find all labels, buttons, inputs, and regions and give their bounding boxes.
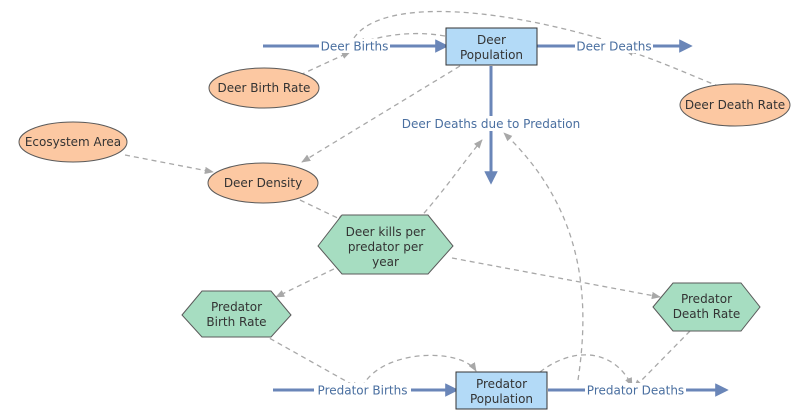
variable-deer-birth-rate[interactable]: Deer Birth Rate — [208, 67, 320, 109]
flow-labels: Deer Births Deer Deaths Deer Deaths due … — [314, 39, 686, 398]
deer-population-label-line2: Population — [460, 48, 523, 62]
link-births-to-deaths-arc — [349, 10, 626, 47]
predator-death-rate-label-line1: Predator — [681, 292, 732, 306]
deer-deaths-predation-label: Deer Deaths due to Predation — [402, 117, 580, 131]
variable-ecosystem-area[interactable]: Ecosystem Area — [18, 121, 128, 163]
predator-births-label: Predator Births — [318, 384, 408, 398]
predator-birth-rate-label-line2: Birth Rate — [206, 315, 266, 329]
link-kills-to-predator-birth-rate — [275, 264, 343, 298]
deer-births-label: Deer Births — [321, 40, 389, 54]
predator-population-label-line2: Population — [470, 392, 533, 406]
variable-deer-density[interactable]: Deer Density — [207, 162, 319, 204]
deer-density-label: Deer Density — [224, 176, 302, 190]
deer-kills-label-line3: year — [372, 255, 399, 269]
predator-death-rate-label-line2: Death Rate — [673, 307, 741, 321]
deer-kills-label-line1: Deer kills per — [346, 225, 426, 239]
link-predator-births-arc — [361, 354, 477, 388]
link-predator-death-rate-to-deaths — [633, 330, 691, 389]
link-kills-to-predation — [417, 139, 483, 221]
deer-birth-rate-label: Deer Birth Rate — [218, 81, 311, 95]
link-predator-pop-to-deaths-arc — [539, 354, 633, 387]
stock-deer-population[interactable]: Deer Population — [445, 27, 538, 66]
link-kills-to-predator-death-rate — [451, 257, 661, 300]
stock-predator-population[interactable]: Predator Population — [455, 371, 548, 410]
deer-population-label-line1: Deer — [477, 33, 506, 47]
converter-predator-birth-rate[interactable]: Predator Birth Rate — [181, 290, 292, 338]
link-predator-pop-to-predation — [503, 132, 584, 381]
converter-predator-death-rate[interactable]: Predator Death Rate — [652, 282, 761, 332]
variable-deer-death-rate[interactable]: Deer Death Rate — [679, 83, 791, 127]
predator-birth-rate-label-line1: Predator — [211, 300, 262, 314]
converter-deer-kills[interactable]: Deer kills per predator per year — [317, 214, 454, 275]
predator-population-label-line1: Predator — [476, 377, 527, 391]
link-deer-birth-rate-to-births — [299, 51, 351, 76]
deer-death-rate-label: Deer Death Rate — [685, 98, 785, 112]
link-predator-birth-rate-to-births — [261, 333, 361, 390]
link-ecosystem-area-to-density — [124, 154, 214, 175]
deer-kills-label-line2: predator per — [348, 240, 423, 254]
link-deer-population-to-density — [301, 65, 461, 163]
influence-links — [124, 10, 729, 390]
predator-deaths-label: Predator Deaths — [587, 384, 684, 398]
link-deer-death-rate-to-deaths — [624, 48, 729, 91]
flow-pipes — [263, 39, 729, 397]
ecosystem-area-label: Ecosystem Area — [25, 135, 121, 149]
deer-deaths-label: Deer Deaths — [576, 40, 651, 54]
